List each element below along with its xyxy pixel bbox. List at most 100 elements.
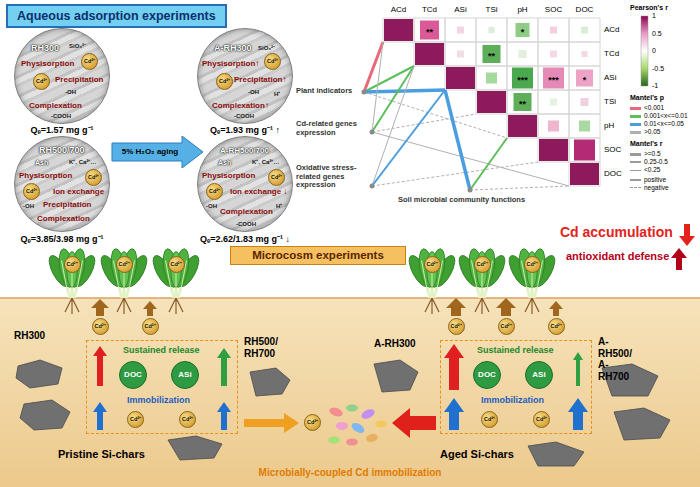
- soil-ground: [0, 297, 700, 299]
- cd-ion-circle: Cd²⁺: [474, 256, 491, 273]
- column-header: pH: [517, 5, 527, 14]
- correlation-matrix: [550, 27, 557, 34]
- bacteria-cluster: [346, 439, 358, 446]
- aging-arrow: [112, 136, 203, 168]
- flow-arrow: [244, 413, 299, 433]
- correlation-matrix: [550, 99, 557, 106]
- node-text: Cd²⁺: [170, 262, 181, 268]
- mantel-line: [470, 186, 569, 190]
- mantel-line: [372, 132, 569, 186]
- node-text: Cd²⁺: [36, 79, 47, 85]
- legend-swatch: [630, 123, 641, 126]
- node-text: Cd²⁺: [209, 189, 220, 195]
- section-banner: Aqueous adsorption experiments: [6, 4, 227, 28]
- arrow-label: 5% H₂O₂ aging: [122, 147, 178, 156]
- plant-illustration: [97, 248, 151, 298]
- uptake-arrow: [549, 301, 563, 316]
- column-header: TSi: [486, 5, 498, 14]
- column-header: TCd: [422, 5, 437, 14]
- bacteria-cluster: [328, 437, 340, 444]
- legend-text: positive: [644, 176, 666, 184]
- legend-text: 0.25-0.5: [644, 158, 668, 166]
- release-arrow: [573, 352, 583, 386]
- mantel-line: [364, 92, 507, 138]
- chemical-group: -COOH: [234, 113, 254, 120]
- significance-mark: *: [583, 75, 587, 85]
- node-text: ASi: [178, 371, 191, 379]
- correlation-matrix: [420, 21, 439, 40]
- uptake-arrow: [91, 299, 109, 316]
- correlation-matrix: [570, 163, 599, 185]
- column-header: ACd: [391, 5, 407, 14]
- capacity-value: Qₑ=1.93 mg g⁻¹ ↑: [210, 125, 280, 135]
- biochar-particle: [168, 436, 222, 460]
- cd-ion-circle: Cd²⁺: [424, 256, 441, 273]
- root-lines: [525, 298, 539, 314]
- significance-mark: **: [519, 99, 526, 109]
- bacteria-cluster: [350, 421, 366, 435]
- mantel-line: [470, 138, 507, 190]
- node-text: Cd²⁺: [307, 420, 318, 426]
- correlation-matrix: [543, 68, 564, 89]
- chemical-group: -OH: [248, 89, 259, 96]
- chemical-group: -OH: [65, 89, 76, 96]
- network-node-label: Cd-related genes expression: [296, 120, 366, 137]
- node-text: Cd²⁺: [182, 417, 193, 423]
- root-lines: [65, 298, 79, 314]
- network-dot: [370, 130, 375, 135]
- mechanism-label: Complexation: [220, 207, 273, 216]
- correlation-matrix: [519, 50, 527, 58]
- correlation-matrix: [581, 98, 589, 106]
- doc-circle: DOC: [119, 361, 147, 389]
- biochar-particle: [16, 360, 62, 388]
- node-text: DOC: [478, 371, 496, 379]
- char-particle-circle: RH500/700AshK⁺, Ca²⁺…PhysisorptionIon ex…: [14, 136, 110, 232]
- mantel-line: [372, 66, 414, 132]
- legend-line-sample: [630, 153, 641, 156]
- plant-illustration: [45, 248, 99, 298]
- node-text: DOC: [124, 371, 142, 379]
- mantel-line: [372, 162, 538, 186]
- root-lines: [65, 298, 539, 314]
- sample-name: RH500/700: [39, 145, 85, 155]
- node-text: Cd²⁺: [271, 175, 282, 181]
- treatment-label: RH300: [14, 330, 45, 342]
- biochar-particle: [374, 360, 418, 392]
- mechanism-label: Precipitation: [43, 200, 91, 209]
- mantel-line: [445, 90, 470, 190]
- node-text: ASi: [532, 371, 545, 379]
- correlation-matrix: [548, 121, 559, 132]
- row-header: ACd: [604, 25, 620, 34]
- cd-ion-circle: Cd²⁺: [92, 318, 109, 335]
- group-label: Microbially-coupled Cd immobilization: [259, 467, 442, 479]
- release-arrow: [444, 344, 464, 390]
- significance-mark: *: [521, 27, 525, 37]
- mechanism-label: Physisorption↑: [202, 59, 259, 68]
- uptake-arrow: [143, 301, 157, 316]
- release-arrow: [93, 346, 107, 386]
- flow-arrow: [392, 408, 436, 438]
- legend-line-sample: [630, 187, 641, 188]
- correlation-matrix: [550, 51, 557, 58]
- char-particle-circle: A-RH300Physisorption↑Precipitation↑Compl…: [197, 28, 293, 124]
- significance-mark: **: [426, 27, 433, 37]
- correlation-matrix: [457, 51, 464, 58]
- node-text: Cd²⁺: [426, 262, 437, 268]
- colorbar-tick: 0.5: [652, 30, 662, 38]
- char-particle-circle: RH300PhysisorptionPrecipitationComplexat…: [14, 28, 110, 124]
- correlation-matrix: [415, 43, 444, 65]
- mechanism-label: Precipitation↑: [234, 75, 286, 84]
- cd-ion-circle: Cd²⁺: [448, 318, 465, 335]
- uptake-arrow: [91, 298, 563, 316]
- cd-ion-circle: Cd²⁺: [206, 183, 223, 200]
- bacteria-cluster: [346, 405, 358, 412]
- row-header: DOC: [604, 169, 622, 178]
- bacteria-cluster: [360, 407, 376, 420]
- process-label: Immobilization: [127, 395, 190, 405]
- chemical-group: -COOH: [51, 113, 71, 120]
- network-node-label: Oxidative stress-related genes expressio…: [296, 164, 366, 190]
- correlation-matrix: [581, 27, 588, 34]
- row-header: SOC: [604, 145, 621, 154]
- treatment-label: A-RH500/ A-RH700: [598, 336, 632, 382]
- correlation-matrix: [457, 27, 464, 34]
